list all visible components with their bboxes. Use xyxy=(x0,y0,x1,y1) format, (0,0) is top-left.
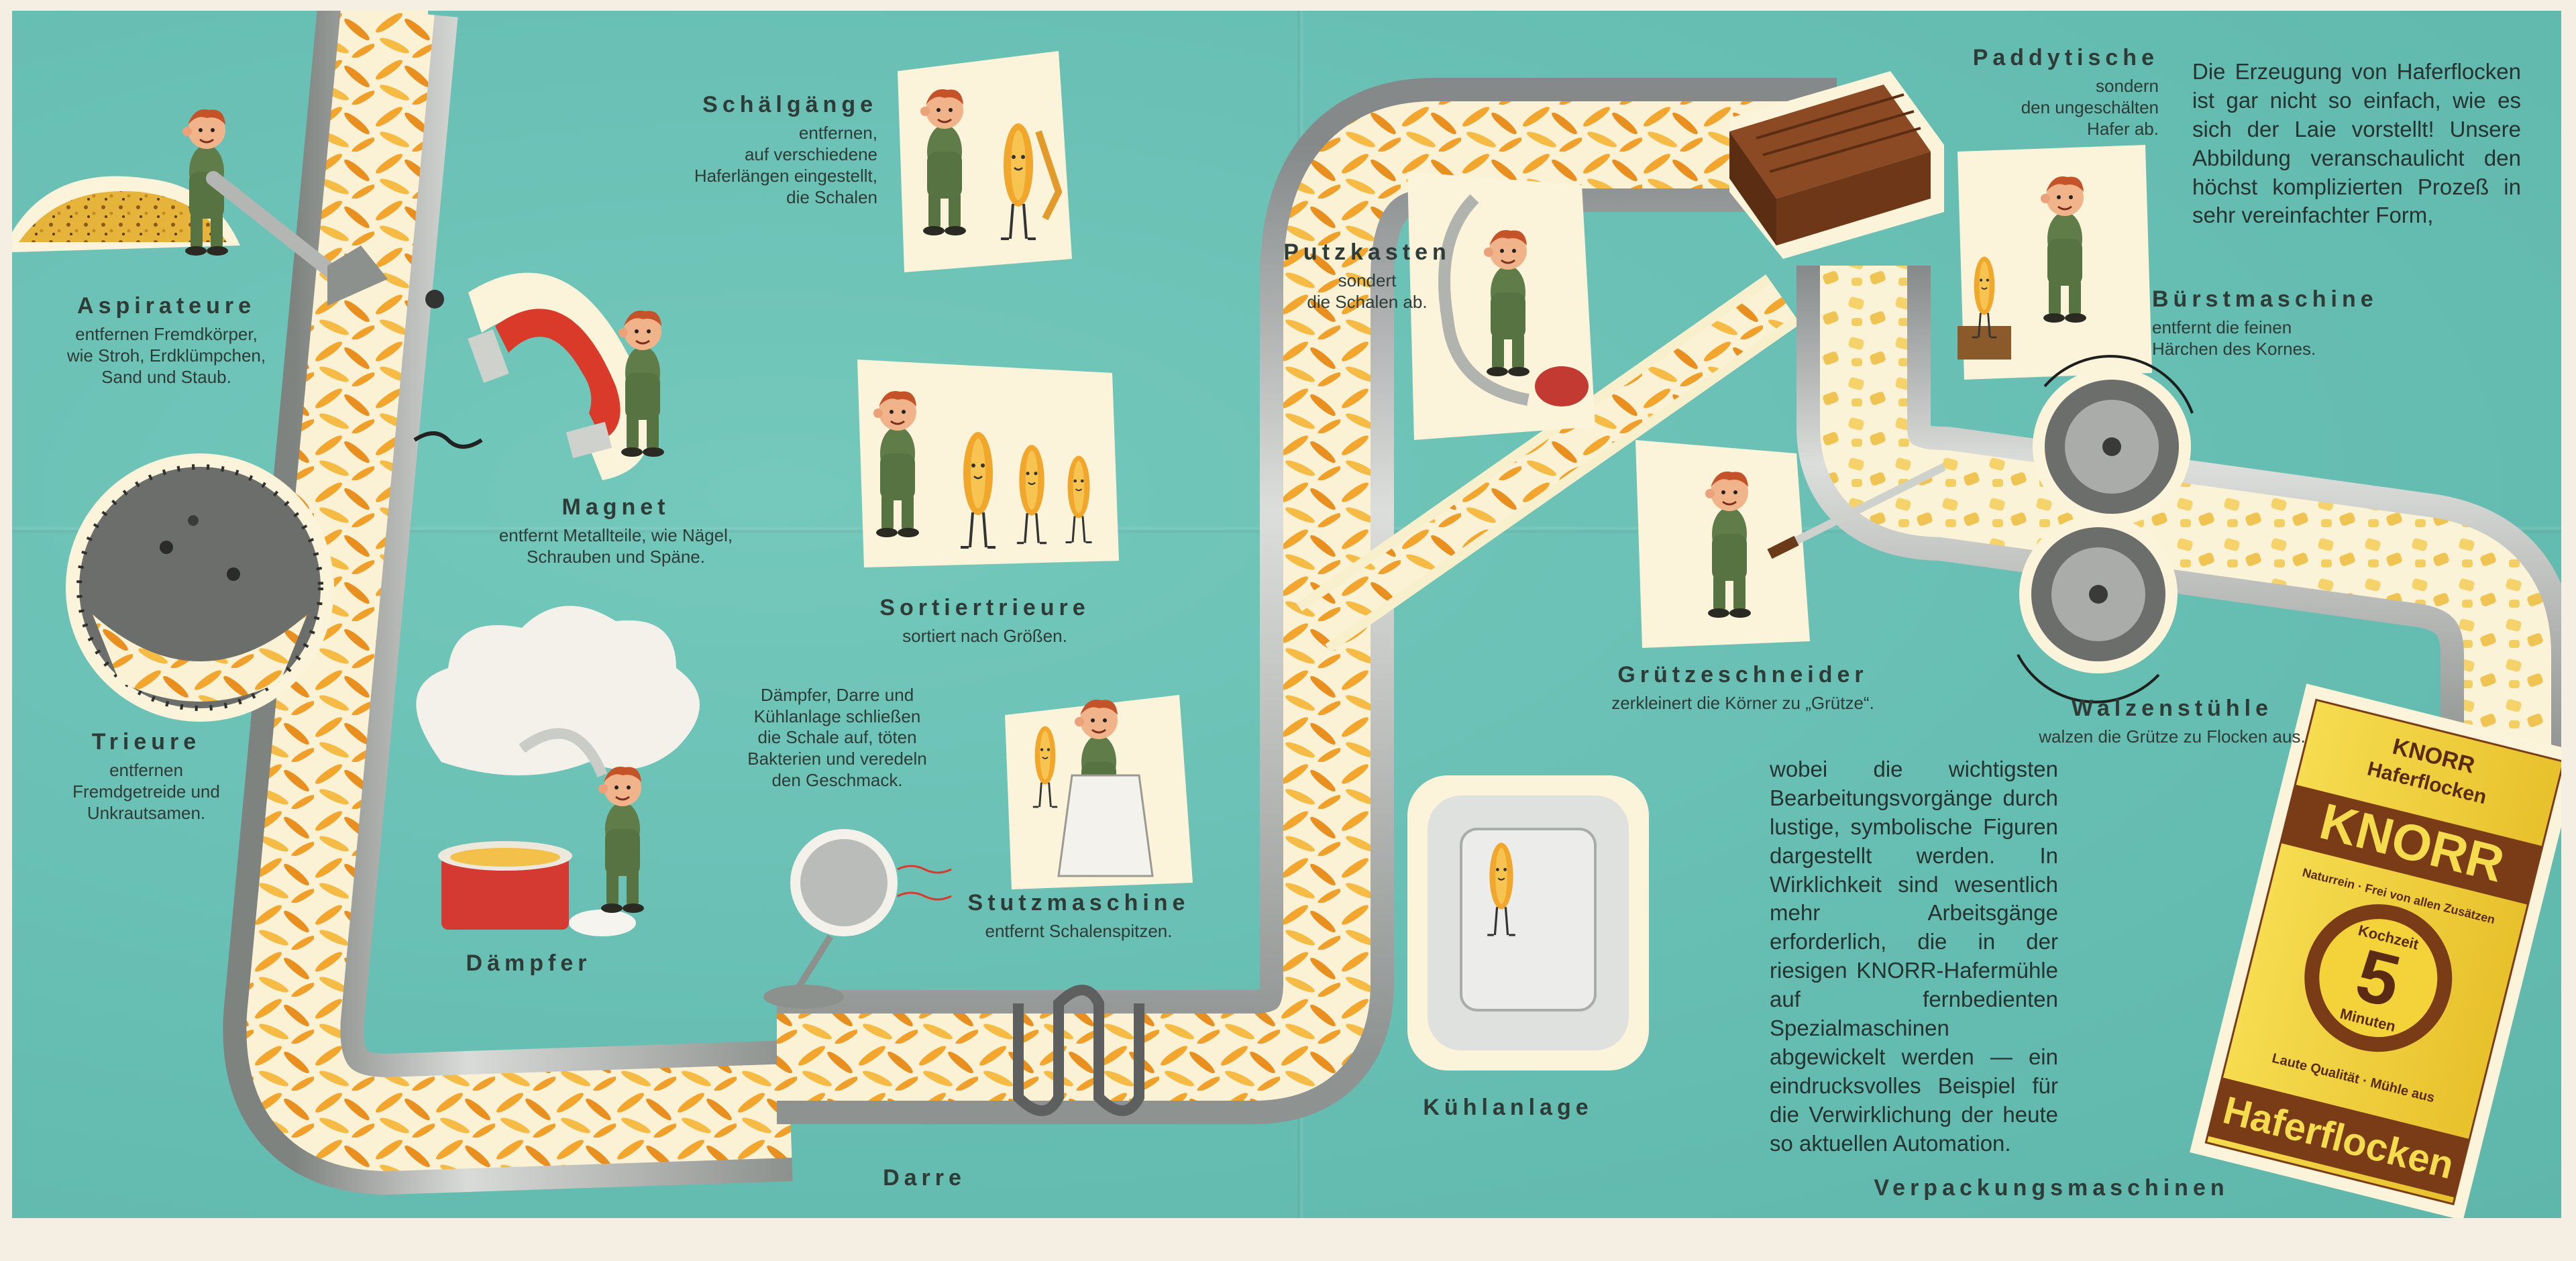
label-trieure: Trieure entfernen Fremdgetreide und Unkr… xyxy=(39,728,254,824)
knorr-package: KNORR Haferflocken KNORR Naturrein · Fre… xyxy=(2190,683,2561,1218)
label-kuehlanlage-title: Kühlanlage xyxy=(1423,1095,1593,1120)
trieure-illustration xyxy=(66,453,334,722)
daempfer-illustration xyxy=(416,606,700,936)
brochure-sheet: KNORR Haferflocken KNORR Naturrein · Fre… xyxy=(12,11,2561,1218)
stutzmaschine-illustration xyxy=(1005,695,1193,889)
gruetzeschneider-illustration xyxy=(1635,440,1946,648)
label-walzenstuehle: Walzenstühle walzen die Grütze zu Flocke… xyxy=(1984,695,2360,748)
label-walzenstuehle-title: Walzenstühle xyxy=(2072,696,2273,721)
label-paddytische-desc: sondern den ungeschälten Hafer ab. xyxy=(2021,76,2159,139)
kuehlanlage-illustration xyxy=(1407,775,1649,1071)
label-gruetzeschneider-desc: zerkleinert die Körner zu „Grütze“. xyxy=(1611,693,1874,714)
label-magnet-title: Magnet xyxy=(561,494,670,520)
label-magnet-desc: entfernt Metallteile, wie Nägel, Schraub… xyxy=(498,525,733,567)
label-gruetzeschneider: Grützeschneider zerkleinert die Körner z… xyxy=(1555,661,1931,714)
label-daempfer-info: Dämpfer, Darre und Kühlanlage schließen … xyxy=(696,685,978,791)
label-gruetzeschneider-title: Grützeschneider xyxy=(1617,662,1868,688)
label-buerstmaschine: Bürstmaschine entfernt die feinen Härche… xyxy=(2152,286,2447,360)
label-sortiertrieure: Sortiertrieure sortiert nach Größen. xyxy=(844,594,1126,647)
label-daempfer-info-desc: Dämpfer, Darre und Kühlanlage schließen … xyxy=(747,685,927,790)
label-sortiertrieure-title: Sortiertrieure xyxy=(879,595,1090,620)
darre-coil xyxy=(1013,985,1144,1116)
label-buerstmaschine-title: Bürstmaschine xyxy=(2152,286,2378,312)
magnet-illustration xyxy=(413,272,665,480)
label-verpackung: Verpackungsmaschinen xyxy=(1837,1174,2266,1206)
label-aspirateure-title: Aspirateure xyxy=(77,293,256,319)
heat-lamp xyxy=(763,829,952,1009)
intro-paragraph: Die Erzeugung von Haferflocken ist gar n… xyxy=(2192,59,2521,228)
label-stutzmaschine-title: Stutzmaschine xyxy=(967,890,1190,916)
label-putzkasten-desc: sondert die Schalen ab. xyxy=(1307,270,1428,313)
label-paddytische: Paddytische sondern den ungeschälten Haf… xyxy=(1957,44,2159,140)
label-darre-title: Darre xyxy=(883,1165,966,1191)
label-kuehlanlage: Kühlanlage xyxy=(1374,1094,1642,1126)
label-trieure-title: Trieure xyxy=(91,729,201,755)
label-aspirateure-desc: entfernen Fremdkörper, wie Stroh, Erdklü… xyxy=(66,324,266,387)
putzkasten-illustration xyxy=(1407,172,1595,440)
label-daempfer: Dämpfer xyxy=(428,950,629,981)
label-buerstmaschine-desc: entfernt die feinen Härchen des Kornes. xyxy=(2152,317,2316,360)
label-schaelgaenge: Schälgänge entfernen, auf verschiedene H… xyxy=(616,91,877,208)
label-schaelgaenge-desc: entfernen, auf verschiedene Haferlängen … xyxy=(694,123,877,207)
sortiertrieure-illustration xyxy=(857,360,1119,567)
label-walzenstuehle-desc: walzen die Grütze zu Flocken aus. xyxy=(2039,726,2306,747)
label-sortiertrieure-desc: sortiert nach Größen. xyxy=(902,626,1067,647)
process-illustration: KNORR Haferflocken KNORR Naturrein · Fre… xyxy=(12,11,2561,1218)
schaelgaenge-illustration xyxy=(898,51,1072,272)
walzenstuehle-illustration xyxy=(2017,355,2194,704)
label-stutzmaschine-desc: entfernt Schalenspitzen. xyxy=(985,921,1173,942)
label-darre: Darre xyxy=(844,1164,1005,1196)
label-daempfer-title: Dämpfer xyxy=(466,950,592,976)
aspirateure-illustration xyxy=(12,108,444,309)
label-aspirateure: Aspirateure entfernen Fremdkörper, wie S… xyxy=(19,292,314,388)
label-schaelgaenge-title: Schälgänge xyxy=(702,92,877,117)
label-putzkasten: Putzkasten sondert die Schalen ab. xyxy=(1233,239,1501,313)
body-paragraph: wobei die wichtigsten Bearbeitungsvorgän… xyxy=(1770,757,2058,1156)
label-stutzmaschine: Stutzmaschine entfernt Schalenspitzen. xyxy=(938,889,1220,942)
paddytische-illustration xyxy=(1729,71,1944,259)
label-magnet: Magnet entfernt Metallteile, wie Nägel, … xyxy=(441,494,790,568)
label-paddytische-title: Paddytische xyxy=(1972,45,2159,70)
label-verpackung-title: Verpackungsmaschinen xyxy=(1874,1175,2229,1201)
label-putzkasten-title: Putzkasten xyxy=(1283,239,1451,265)
buerstmaschine-illustration xyxy=(1957,145,2152,380)
pipe-system xyxy=(223,11,2561,1195)
label-trieure-desc: entfernen Fremdgetreide und Unkrautsamen… xyxy=(72,760,220,823)
